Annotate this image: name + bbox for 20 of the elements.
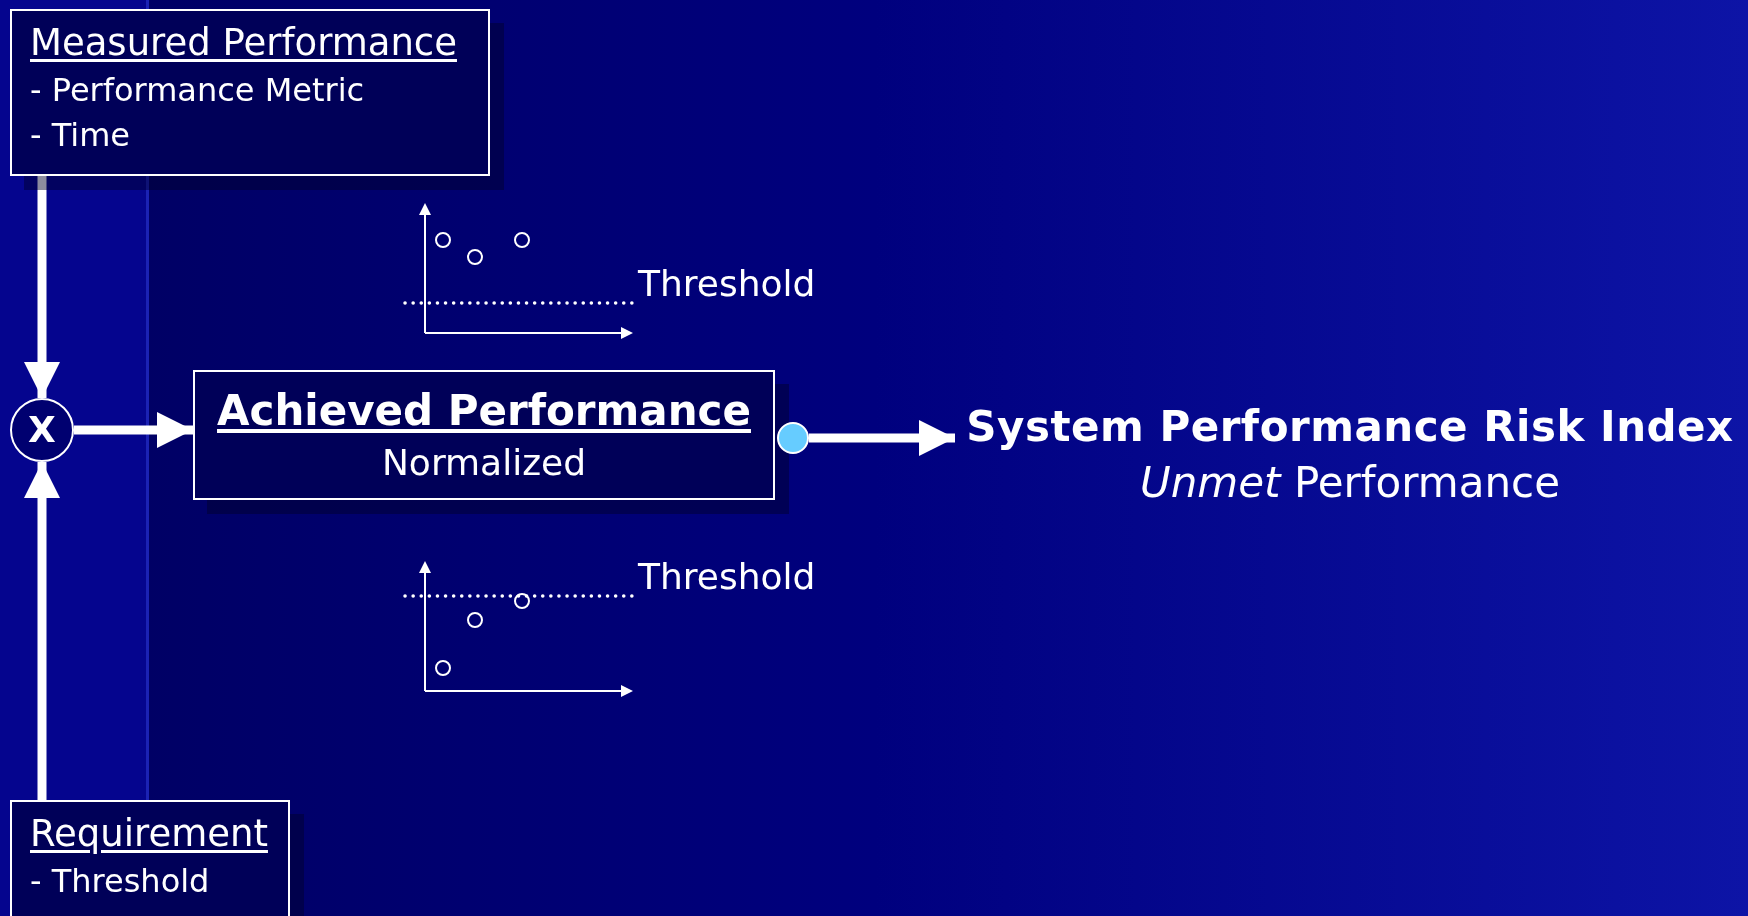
- heading: Achieved Performance: [217, 386, 751, 437]
- list-item: - Threshold: [30, 862, 211, 901]
- info-box: [10, 800, 290, 916]
- process-box: [193, 370, 775, 500]
- heading: System Performance Risk Index: [966, 402, 1734, 453]
- arrow: [74, 412, 193, 448]
- list-item: - Performance Metric: [30, 71, 366, 110]
- heading: Measured Performance: [30, 21, 458, 66]
- arrow: [24, 176, 60, 398]
- info-box: [10, 9, 490, 176]
- heading: Requirement: [30, 812, 269, 857]
- list-item: - Time: [30, 115, 132, 155]
- subtitle: Unmet Performance: [1139, 458, 1561, 509]
- subtitle: Normalized: [381, 440, 587, 484]
- threshold-label: Threshold: [638, 556, 816, 597]
- arrow: [24, 462, 60, 800]
- multiply-symbol: X: [28, 412, 56, 448]
- arrow: [809, 420, 955, 456]
- connector-dot: [777, 422, 809, 454]
- threshold-label: Threshold: [638, 263, 816, 304]
